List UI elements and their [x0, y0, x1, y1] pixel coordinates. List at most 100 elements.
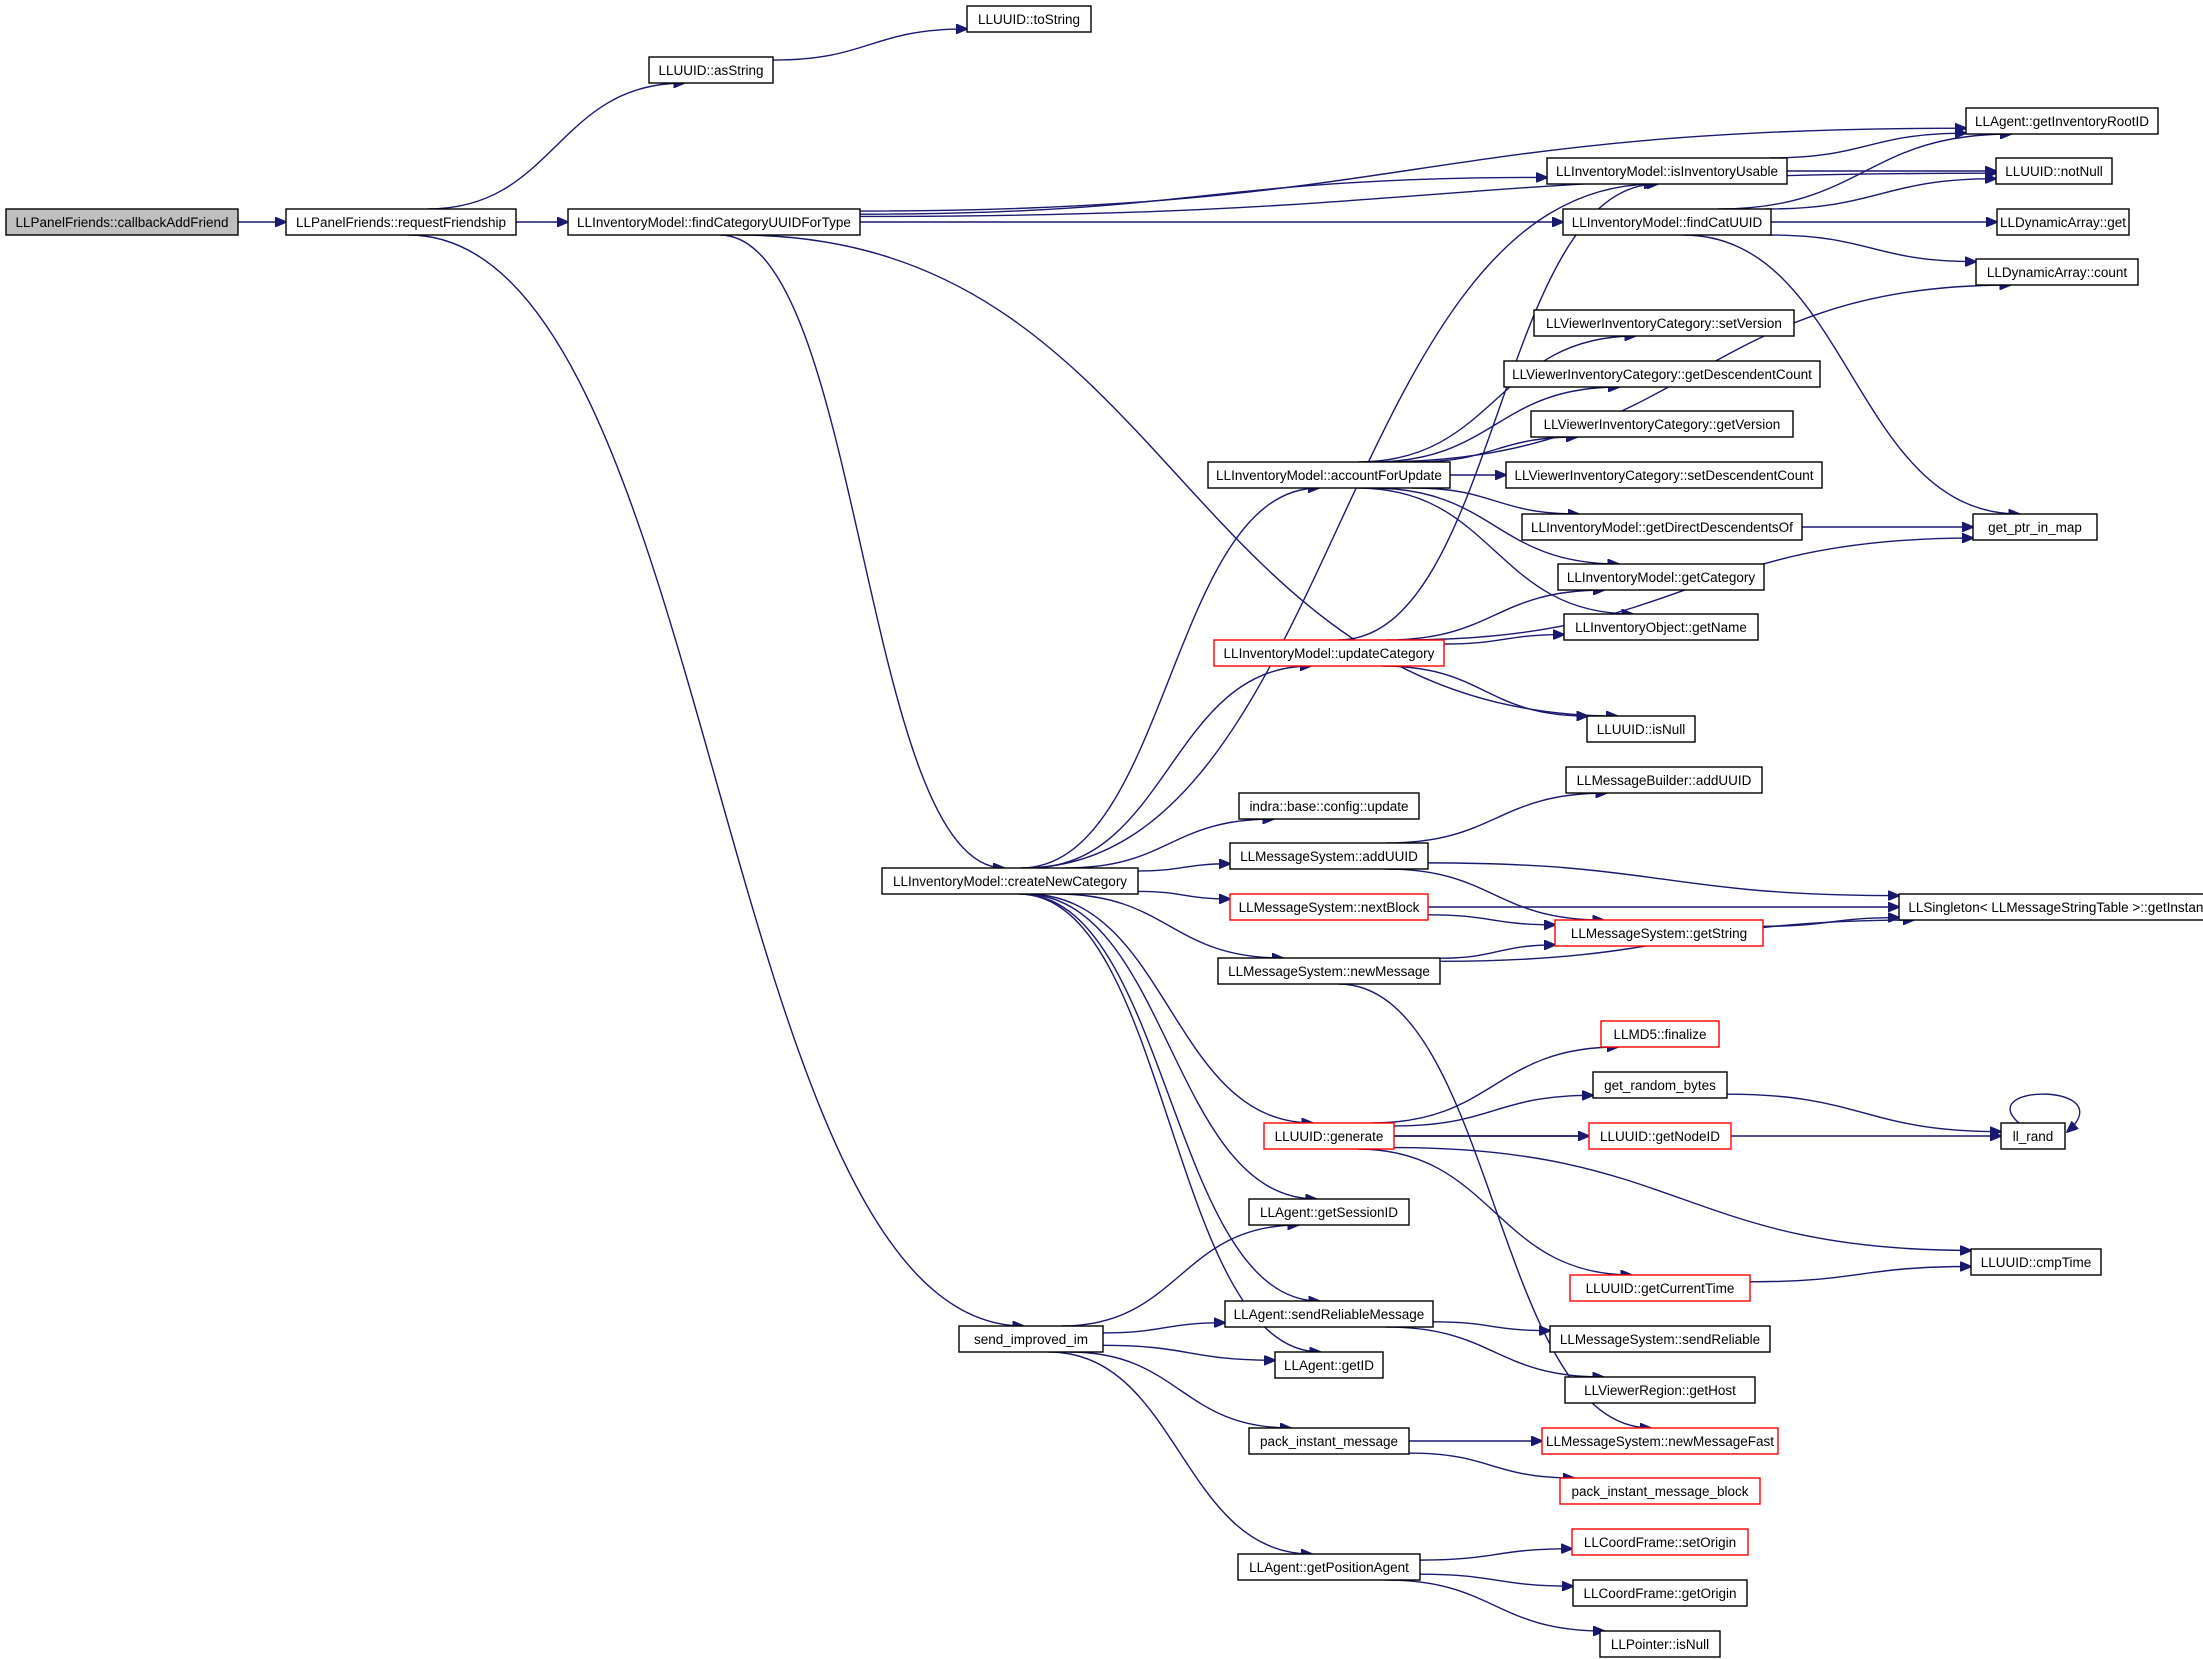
node-label: LLInventoryModel::findCatUUID [1572, 215, 1763, 230]
edge-get-position-agent-to-pointer-is-null [1384, 1579, 1604, 1631]
node-get-descendent-count[interactable]: LLViewerInventoryCategory::getDescendent… [1503, 360, 1821, 388]
node-get-version[interactable]: LLViewerInventoryCategory::getVersion [1530, 410, 1794, 438]
node-find-cat-uuid[interactable]: LLInventoryModel::findCatUUID [1562, 208, 1772, 236]
node-box [1599, 1630, 1721, 1658]
edge-find-cat-uuid-to-get-ptr-in-map [1682, 234, 2020, 514]
node-box [5, 208, 239, 236]
node-box [1530, 410, 1794, 438]
node-box [2000, 1122, 2066, 1150]
node-pointer-is-null[interactable]: LLPointer::isNull [1599, 1630, 1721, 1658]
node-get-position-agent[interactable]: LLAgent::getPositionAgent [1237, 1553, 1421, 1581]
node-box [1569, 1274, 1751, 1302]
node-box [648, 56, 774, 84]
node-get-instance[interactable]: LLSingleton< LLMessageStringTable >::get… [1898, 893, 2203, 921]
node-label: LLViewerRegion::getHost [1584, 1383, 1736, 1398]
node-config-update[interactable]: indra::base::config::update [1238, 792, 1420, 820]
edge-send-reliable-message-to-send-reliable [1432, 1321, 1550, 1331]
node-to-string[interactable]: LLUUID::toString [966, 5, 1092, 33]
edge-get-position-agent-to-set-origin [1419, 1549, 1572, 1561]
node-box [966, 5, 1092, 33]
node-box [1600, 1020, 1720, 1048]
edge-find-cat-uuid-to-get-inventory-root-id [1717, 134, 2011, 210]
node-box [1557, 563, 1765, 591]
edge-find-category-uuidfor-type-to-get-inventory-root-id [859, 128, 1966, 212]
node-get-random-bytes[interactable]: get_random_bytes [1592, 1071, 1728, 1099]
edge-account-for-update-to-get-direct-descendents-of [1412, 487, 1579, 514]
node-label: LLUUID::getNodeID [1600, 1129, 1720, 1144]
node-get-category[interactable]: LLInventoryModel::getCategory [1557, 563, 1765, 591]
node-new-message[interactable]: LLMessageSystem::newMessage [1217, 957, 1441, 985]
node-label: pack_instant_message [1260, 1434, 1398, 1449]
node-ll-rand[interactable]: ll_rand [2000, 1122, 2066, 1150]
edge-next-block-to-get-string [1427, 914, 1555, 925]
node-get-session-id[interactable]: LLAgent::getSessionID [1248, 1198, 1410, 1226]
node-get-inventory-root-id[interactable]: LLAgent::getInventoryRootID [1965, 107, 2159, 135]
node-get-current-time[interactable]: LLUUID::getCurrentTime [1569, 1274, 1751, 1302]
node-set-version[interactable]: LLViewerInventoryCategory::setVersion [1533, 309, 1795, 337]
node-label: get_ptr_in_map [1988, 520, 2082, 535]
node-pack-instant-message[interactable]: pack_instant_message [1248, 1427, 1410, 1455]
node-get-node-id[interactable]: LLUUID::getNodeID [1588, 1122, 1732, 1150]
edge-create-new-category-to-update-category [1028, 666, 1311, 869]
node-label: LLViewerInventoryCategory::setDescendent… [1515, 468, 1814, 483]
node-add-uuidbuilder[interactable]: LLMessageBuilder::addUUID [1565, 766, 1763, 794]
node-box [1572, 1579, 1748, 1607]
edge-account-for-update-to-get-category [1371, 487, 1618, 564]
node-get-direct-descendents-of[interactable]: LLInventoryModel::getDirectDescendentsOf [1521, 513, 1803, 541]
node-box [1217, 957, 1441, 985]
node-is-inventory-usable[interactable]: LLInventoryModel::isInventoryUsable [1546, 157, 1788, 185]
node-box [1549, 1325, 1771, 1353]
edge-generate-to-get-random-bytes [1393, 1095, 1593, 1127]
node-dyn-get[interactable]: LLDynamicArray::get [1996, 208, 2130, 236]
node-update-category[interactable]: LLInventoryModel::updateCategory [1213, 639, 1445, 667]
node-set-origin[interactable]: LLCoordFrame::setOrigin [1571, 1528, 1749, 1556]
node-box [1586, 715, 1696, 743]
node-send-improved-im[interactable]: send_improved_im [958, 1325, 1104, 1353]
node-get-ptr-in-map[interactable]: get_ptr_in_map [1972, 513, 2098, 541]
edge-account-for-update-to-get-name [1357, 487, 1632, 614]
node-get-host[interactable]: LLViewerRegion::getHost [1564, 1376, 1756, 1404]
edge-add-uuidsystem-to-get-instance [1427, 862, 1899, 896]
node-is-null[interactable]: LLUUID::isNull [1586, 715, 1696, 743]
node-dyn-count[interactable]: LLDynamicArray::count [1975, 258, 2139, 286]
node-not-null[interactable]: LLUUID::notNull [1995, 157, 2113, 185]
node-new-message-fast[interactable]: LLMessageSystem::newMessageFast [1541, 1427, 1779, 1455]
node-get-name[interactable]: LLInventoryObject::getName [1563, 613, 1759, 641]
node-as-string[interactable]: LLUUID::asString [648, 56, 774, 84]
node-box [881, 867, 1139, 895]
node-label: LLAgent::getSessionID [1260, 1205, 1398, 1220]
node-label: LLDynamicArray::get [2000, 215, 2126, 230]
node-label: LLMessageSystem::nextBlock [1239, 900, 1420, 915]
node-pack-instant-message-block[interactable]: pack_instant_message_block [1559, 1477, 1761, 1505]
node-label: LLMessageSystem::newMessage [1228, 964, 1430, 979]
node-set-descendent-count[interactable]: LLViewerInventoryCategory::setDescendent… [1505, 461, 1823, 489]
edge-update-category-to-get-name [1443, 635, 1564, 645]
node-send-reliable-message[interactable]: LLAgent::sendReliableMessage [1224, 1300, 1434, 1328]
node-box [1229, 893, 1429, 921]
node-request-friendship[interactable]: LLPanelFriends::requestFriendship [285, 208, 517, 236]
node-label: LLPointer::isNull [1611, 1637, 1709, 1652]
node-get-id[interactable]: LLAgent::getID [1274, 1351, 1384, 1379]
node-label: LLViewerInventoryCategory::getDescendent… [1512, 367, 1812, 382]
node-find-category-uuidfor-type[interactable]: LLInventoryModel::findCategoryUUIDForTyp… [567, 208, 861, 236]
node-finalize[interactable]: LLMD5::finalize [1600, 1020, 1720, 1048]
node-box [1237, 1553, 1421, 1581]
node-get-string[interactable]: LLMessageSystem::getString [1554, 919, 1764, 947]
node-callback-add-friend[interactable]: LLPanelFriends::callbackAddFriend [5, 208, 239, 236]
node-account-for-update[interactable]: LLInventoryModel::accountForUpdate [1207, 461, 1451, 489]
node-add-uuidsystem[interactable]: LLMessageSystem::addUUID [1229, 842, 1429, 870]
call-edges [238, 29, 2081, 1631]
node-label: ll_rand [2013, 1129, 2054, 1144]
node-box [1564, 1376, 1756, 1404]
edge-send-improved-im-to-send-reliable-message [1102, 1323, 1225, 1334]
node-box [1213, 639, 1445, 667]
node-get-origin[interactable]: LLCoordFrame::getOrigin [1572, 1579, 1748, 1607]
node-box [1229, 842, 1429, 870]
node-label: LLPanelFriends::requestFriendship [296, 215, 506, 230]
node-label: LLDynamicArray::count [1987, 265, 2128, 280]
node-create-new-category[interactable]: LLInventoryModel::createNewCategory [881, 867, 1139, 895]
node-cmp-time[interactable]: LLUUID::cmpTime [1970, 1248, 2102, 1276]
node-generate[interactable]: LLUUID::generate [1263, 1122, 1395, 1150]
node-send-reliable[interactable]: LLMessageSystem::sendReliable [1549, 1325, 1771, 1353]
node-next-block[interactable]: LLMessageSystem::nextBlock [1229, 893, 1429, 921]
